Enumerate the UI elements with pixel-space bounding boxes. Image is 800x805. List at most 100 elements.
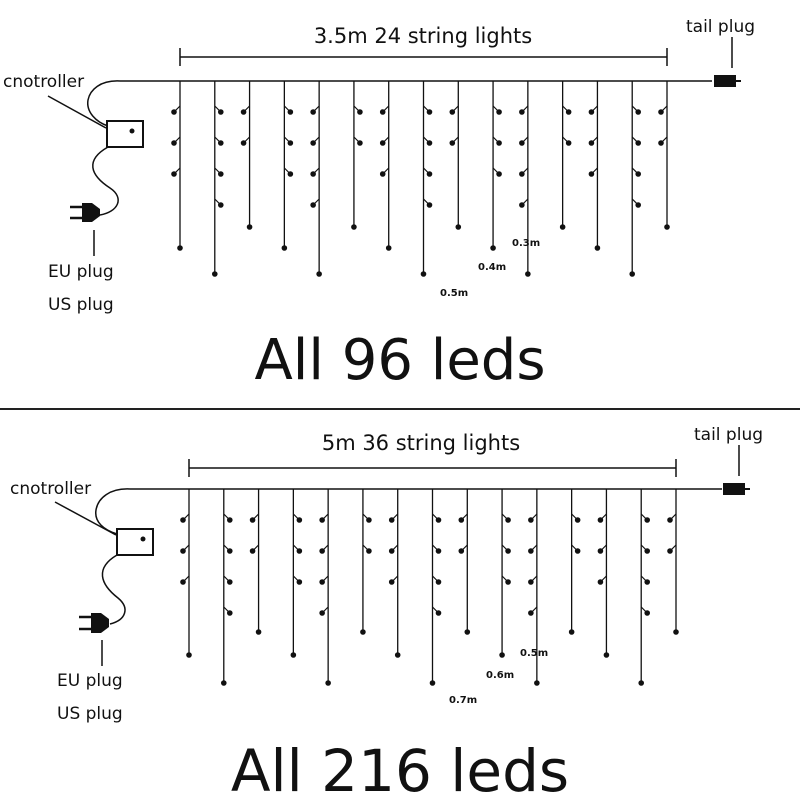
led-bulb [310,171,316,177]
led-bulb [296,517,303,523]
drop-length-label-short: 0.5m [520,648,548,659]
tail-plug-label: tail plug [694,425,763,445]
us-plug-label: US plug [57,704,123,724]
led-bulb [505,579,511,585]
led-bulb [379,171,386,177]
led-bulb [249,548,256,554]
led-bulb [281,245,288,251]
led-bulb [310,109,316,115]
led-bulb [426,171,433,177]
led-bulb [249,517,256,523]
tail-plug-icon [723,483,750,495]
led-bulb [496,140,502,146]
led-bulb [635,140,642,146]
led-bulb [287,140,294,146]
length-label: 3.5m 24 string lights [314,24,532,48]
led-bulb [255,629,262,635]
led-bulb [420,271,427,277]
led-bulb [449,140,456,146]
led-bulb [603,652,610,658]
led-bulb [394,652,401,658]
led-bulb [449,109,456,115]
led-bulb [388,579,395,585]
led-bulb [565,140,572,146]
led-bulb [597,517,604,523]
led-bulb [490,245,496,251]
led-bulb [658,109,664,115]
led-bulb [519,140,525,146]
led-bulb [519,109,525,115]
diagram-216-leds: 5m 36 string lights tail plug cnotroller… [10,425,763,724]
led-bulb [496,109,502,115]
led-bulb [325,680,331,686]
drop-length-label-medium: 0.4m [478,262,506,273]
controller-label: cnotroller [10,479,91,499]
led-bulb [658,140,664,146]
led-bulb [211,271,218,277]
led-bulb [310,202,316,208]
length-dimension-line [188,459,677,477]
length-label: 5m 36 string lights [322,431,520,455]
led-bulb [505,517,511,523]
led-bulb [226,517,233,523]
led-bulb [644,517,651,523]
length-dimension-line [179,48,668,66]
led-bulb [568,629,575,635]
led-bulb [565,109,572,115]
led-bulb [180,548,186,554]
led-bulb [240,140,247,146]
controller-box-icon [116,528,154,556]
led-bulb [180,579,186,585]
led-bulb [319,610,325,616]
led-bulb [220,680,227,686]
led-bulb [594,245,601,251]
led-bulb [574,548,581,554]
led-bulb [379,140,386,146]
led-bulb [310,140,316,146]
led-bulb [171,140,177,146]
led-bulb [171,109,177,115]
led-bulb [496,171,502,177]
led-bulb [180,517,186,523]
led-bulb [574,517,581,523]
led-bulb [635,171,642,177]
tail-plug-label: tail plug [686,17,755,37]
led-bulb [287,109,294,115]
led-bulb [664,224,670,230]
led-bulb [435,517,442,523]
string-drops [171,81,670,277]
led-bulb [588,171,595,177]
controller-cable [95,488,131,535]
total-leds-label: All 96 leds [254,328,546,393]
led-bulb [667,548,673,554]
total-leds-label: All 216 leds [230,737,570,805]
led-bulb [635,202,642,208]
eu-plug-label: EU plug [48,262,114,282]
led-bulb [635,109,642,115]
led-bulb [534,680,540,686]
led-bulb [528,579,534,585]
led-bulb [217,171,224,177]
led-bulb [644,579,651,585]
led-bulb [644,548,651,554]
led-bulb [673,629,679,635]
led-bulb [226,548,233,554]
power-plug-icon [70,203,100,222]
led-bulb [217,140,224,146]
led-bulb [426,202,433,208]
led-bulb [351,224,357,230]
led-bulb [519,202,525,208]
led-bulb [319,579,325,585]
led-bulb [505,548,511,554]
led-bulb [366,548,372,554]
led-bulb [455,224,462,230]
led-bulb [597,579,604,585]
led-bulb [588,140,595,146]
us-plug-label: US plug [48,295,114,315]
drop-length-label-long: 0.7m [449,695,477,706]
led-bulb [388,548,395,554]
led-bulb [246,224,253,230]
power-cable [92,146,119,216]
led-bulb [316,271,322,277]
led-bulb [287,171,294,177]
